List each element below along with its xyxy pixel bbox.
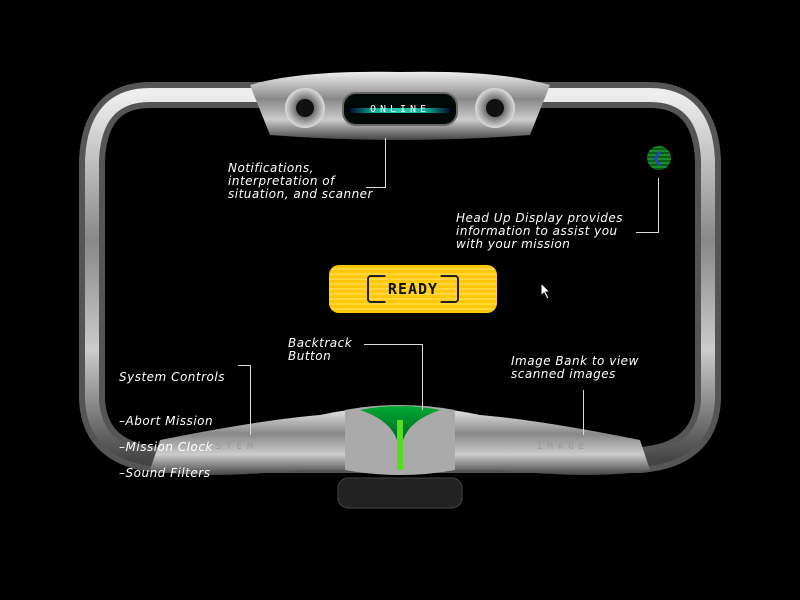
annotation-line	[364, 344, 422, 345]
status-label: ONLINE	[369, 103, 431, 115]
annotation-line	[583, 390, 584, 435]
annotation-line	[250, 365, 251, 435]
annotation-line	[636, 232, 659, 233]
mission-clock-label: Mission Clock	[125, 440, 213, 454]
backtrack-annotation: Backtrack Button	[288, 336, 353, 363]
annotation-line	[422, 344, 423, 410]
system-controls-title: System Controls	[119, 370, 225, 384]
abort-mission-label: Abort Mission	[125, 414, 214, 428]
sound-filters-label: Sound Filters	[125, 466, 211, 480]
backtrack-button[interactable]	[370, 410, 430, 465]
ready-label: READY	[387, 280, 439, 298]
image-button[interactable]: IMAGE	[537, 442, 590, 452]
annotation-line	[238, 365, 250, 366]
system-controls-annotation: System Controls –Abort Mission –Mission …	[119, 370, 225, 480]
annotation-line	[366, 187, 386, 188]
image-bank-annotation: Image Bank to view scanned images	[511, 354, 639, 381]
chevron-left-icon: ❮	[651, 150, 664, 166]
system-button[interactable]: SYSTEM	[195, 442, 258, 452]
status-display: ONLINE	[342, 92, 458, 126]
mouse-cursor-icon	[540, 282, 552, 300]
annotation-line	[385, 138, 386, 188]
ready-button[interactable]: READY	[329, 265, 497, 313]
hud-toggle-button[interactable]: ❮	[647, 146, 671, 170]
hud-annotation: Head Up Display provides information to …	[456, 211, 624, 251]
annotation-line	[658, 178, 659, 232]
notifications-annotation: Notifications, interpretation of situati…	[228, 161, 373, 201]
